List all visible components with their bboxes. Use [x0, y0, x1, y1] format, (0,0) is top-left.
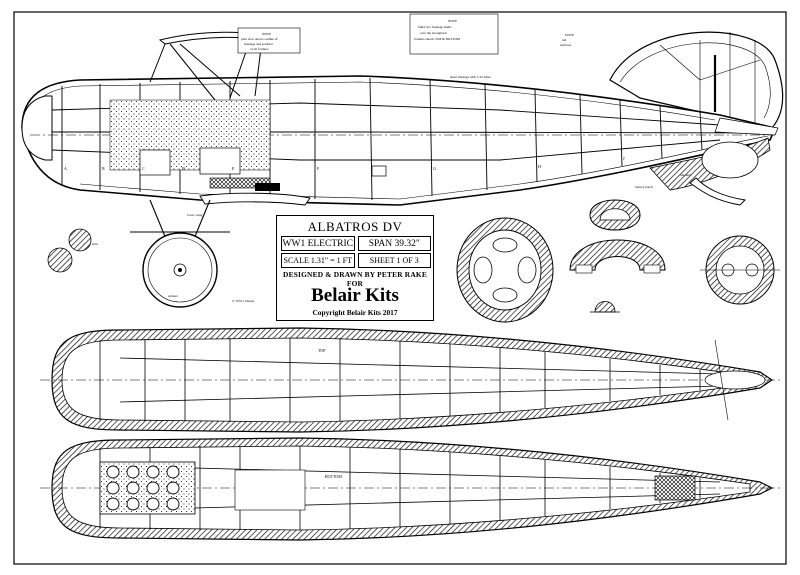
- note-box-center: [237, 27, 301, 54]
- tail-fin-outline: [609, 31, 784, 131]
- title-block: ALBATROS DV WW1 ELECTRIC SPAN 39.32" SCA…: [276, 215, 434, 321]
- label-spinner: spinner: [168, 294, 179, 298]
- former-label-d: D: [182, 166, 185, 171]
- label-sheet-fuselage: sheet fuselage with 1/32 balsa: [450, 75, 491, 79]
- former-label-e: E: [232, 166, 235, 171]
- note-center-3: formers shown TOP & BOTTOM: [414, 37, 460, 41]
- note-left-1: plan view shows outline of: [241, 37, 278, 41]
- sheet-number: SHEET 1 OF 3: [357, 253, 431, 268]
- former-sections: [456, 199, 780, 323]
- former-label-h: H: [538, 164, 541, 169]
- note-upper-0: NOTE: [565, 33, 574, 37]
- battery-bay: [109, 99, 271, 171]
- side-view: [21, 13, 784, 308]
- label-battery-hatch: battery hatch: [635, 185, 653, 189]
- title-row-scale: SCALE 1.31" = 1 FT SHEET 1 OF 3: [281, 253, 431, 268]
- note-upper-2: surfaces: [560, 43, 572, 47]
- note-box-right: [409, 13, 499, 55]
- label-wheel: 2" WW1 wheels: [232, 299, 255, 303]
- note-center-0: NOTE: [448, 19, 457, 23]
- note-left-3: of all formers: [250, 47, 269, 51]
- bottom-plan-view: [40, 437, 780, 541]
- spinner-side: [21, 95, 53, 161]
- tail-skid: [689, 177, 746, 206]
- top-plan-view: [40, 327, 780, 433]
- former-label-c: C: [142, 166, 145, 171]
- model-type: WW1 ELECTRIC: [281, 236, 355, 251]
- former-label-j: J: [623, 156, 625, 161]
- scale: SCALE 1.31" = 1 FT: [281, 253, 355, 268]
- aircraft-name: ALBATROS DV: [307, 219, 403, 234]
- note-upper-1: tail: [562, 38, 566, 42]
- label-top: TOP: [318, 348, 326, 353]
- title-row-type: WW1 ELECTRIC SPAN 39.32": [281, 236, 431, 251]
- note-left-0: NOTE: [262, 32, 271, 36]
- former-label-g: G: [433, 166, 436, 171]
- sheet-border: [13, 11, 787, 565]
- wing-span: SPAN 39.32": [357, 236, 431, 251]
- note-left-2: fuselage and position: [244, 42, 273, 46]
- label-strut: strut: [92, 242, 98, 246]
- designer-credit: DESIGNED & DRAWN BY PETER RAKE FOR: [283, 270, 427, 288]
- lower-wing-root: [199, 192, 311, 206]
- company-name: Belair Kits: [311, 285, 399, 306]
- note-center-2: over the strongback: [420, 31, 447, 35]
- former-label-b: B: [102, 166, 105, 171]
- label-lower-wing: lower wing: [187, 213, 203, 217]
- vent-holes: [106, 465, 180, 511]
- copyright: Copyright Belair Kits 2017: [312, 308, 398, 317]
- former-horseshoe: [569, 239, 666, 271]
- note-center-1: build two fuselage shells: [418, 25, 452, 29]
- former-label-a: A: [64, 166, 67, 171]
- label-bottom: BOTTOM: [325, 474, 342, 479]
- former-label-f: F: [317, 166, 320, 171]
- label-tail-skid: tail skid: [680, 173, 691, 177]
